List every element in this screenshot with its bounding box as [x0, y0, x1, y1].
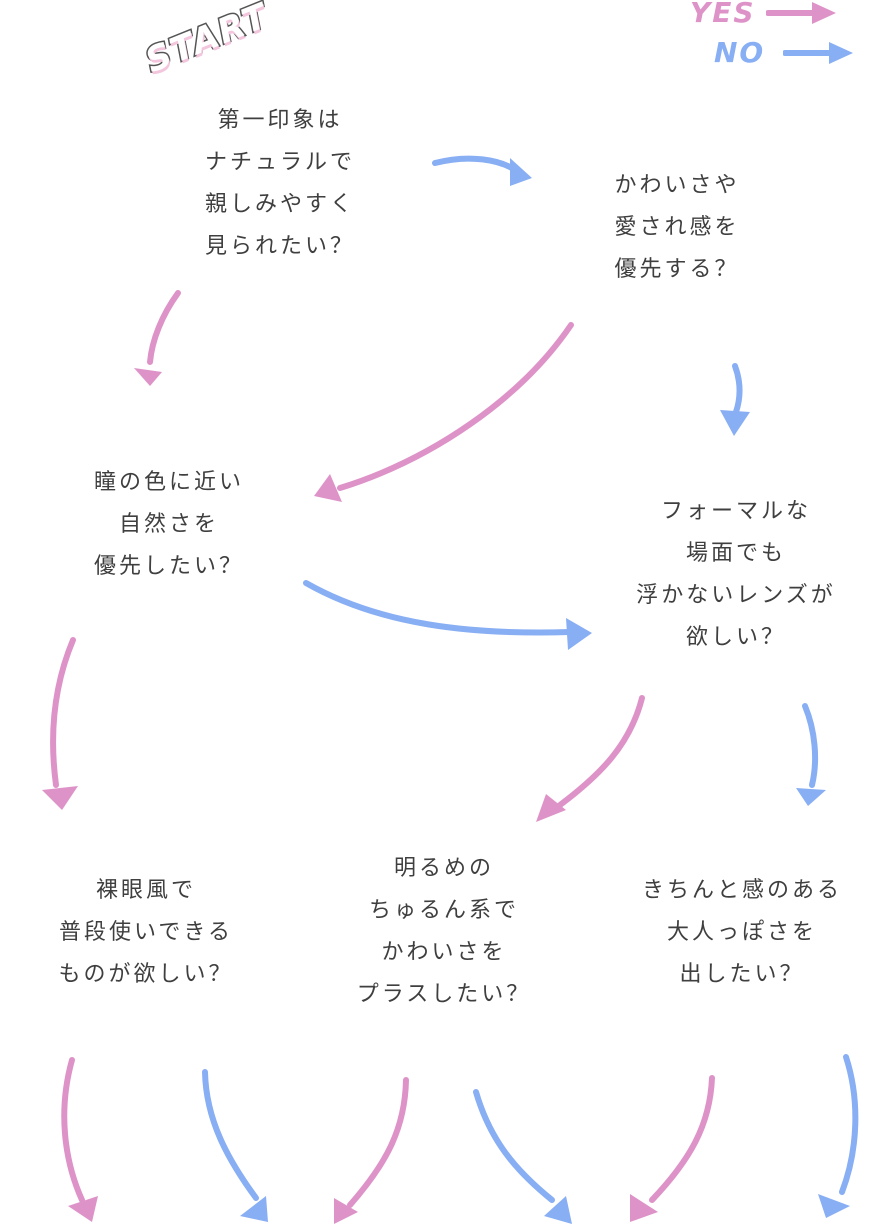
arrowhead-q7-no	[818, 1194, 850, 1218]
arrowhead-q1-no	[510, 158, 532, 186]
arrow-q7-yes	[649, 1075, 715, 1203]
arrow-q6-no	[473, 1089, 555, 1203]
no-arrow-icon	[783, 41, 854, 64]
arrow-q1-yes	[147, 290, 181, 365]
arrowhead-q3-no	[566, 618, 592, 650]
arrow-q2-no	[732, 363, 743, 415]
question-first-impression: 第一印象は ナチュラルで 親しみやすく 見られたい？	[204, 108, 355, 259]
arrowhead-q2-yes	[314, 474, 342, 502]
arrow-q7-no	[839, 1054, 859, 1195]
arrowhead-q1-yes	[134, 368, 162, 386]
legend-yes: YES	[690, 0, 838, 29]
arrowhead-q5-no	[240, 1196, 268, 1222]
yes-arrow-icon	[765, 1, 836, 24]
arrow-q4-yes	[557, 695, 645, 808]
question-bare-eye: 裸眼風で 普段使いできる ものが欲しい？	[58, 878, 234, 987]
arrow-q6-yes	[347, 1077, 409, 1208]
arrowhead-q2-no	[720, 410, 750, 436]
arrow-q5-no	[202, 1069, 259, 1201]
arrowhead-q7-yes	[630, 1194, 658, 1222]
legend-no-label: NO	[714, 36, 766, 69]
arrowhead-q5-yes	[68, 1196, 98, 1222]
arrowhead-q3-yes	[42, 786, 78, 810]
arrowhead-q4-yes	[536, 794, 566, 822]
arrow-q1-no	[432, 155, 518, 173]
legend-yes-label: YES	[690, 0, 756, 29]
question-natural-eye-color: 瞳の色に近い 自然さを 優先したい？	[93, 470, 244, 579]
arrow-q4-no	[802, 703, 819, 788]
question-mature-look: きちんと感のある 大人っぽさを 出したい？	[641, 878, 842, 987]
legend-no: NO	[714, 36, 855, 69]
arrowhead-q6-no	[544, 1196, 572, 1224]
arrow-q2-yes	[337, 322, 574, 491]
arrow-q3-yes	[50, 637, 76, 788]
arrowhead-q4-no	[796, 788, 826, 806]
question-formal-lens: フォーマルな 場面でも 浮かないレンズが 欲しい？	[636, 499, 836, 650]
arrowhead-q6-yes	[334, 1198, 358, 1224]
arrow-q3-no	[303, 580, 573, 636]
question-bright-glossy: 明るめの ちゅるん系で かわいさを プラスしたい？	[356, 856, 532, 1007]
arrow-q5-yes	[61, 1057, 85, 1203]
question-cuteness: かわいさや 愛され感を 優先する？	[614, 173, 740, 282]
